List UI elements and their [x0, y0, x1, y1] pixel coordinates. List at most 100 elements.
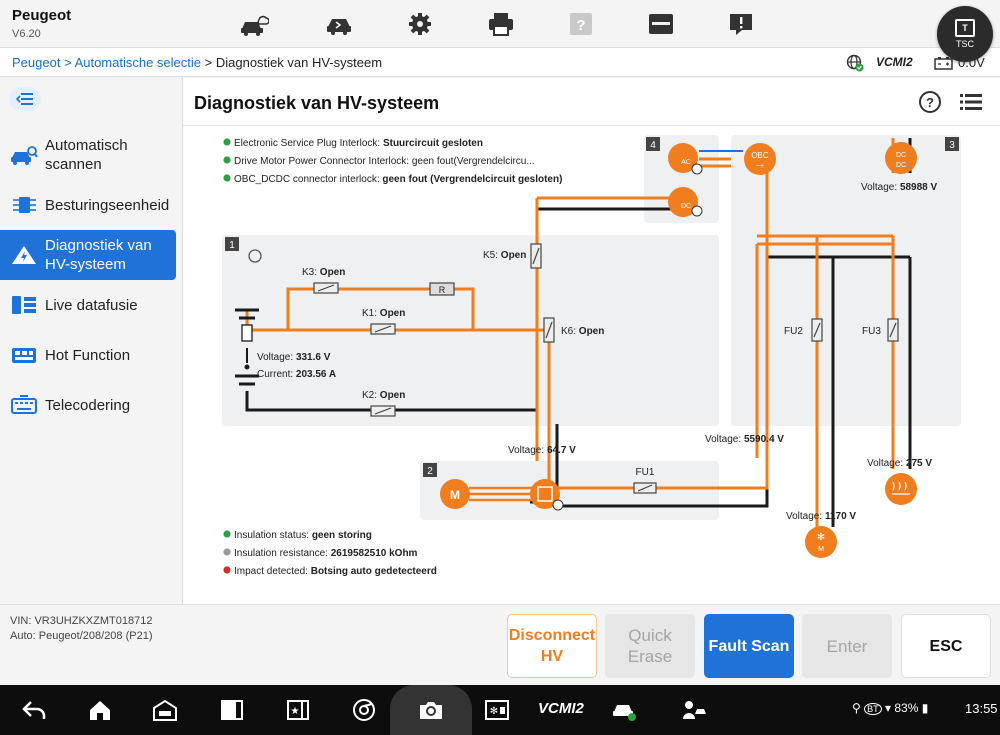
tap-icon[interactable] — [248, 249, 262, 263]
collapse-menu-icon — [16, 93, 33, 105]
fuse-fu1[interactable]: FU1 — [633, 467, 657, 494]
status-label: Drive Motor Power Connector Interlock: g… — [234, 156, 535, 167]
block-number-4: 4 — [650, 140, 656, 151]
hv-warning-icon — [12, 246, 36, 264]
ptc-heater[interactable] — [885, 473, 917, 505]
status-value: Stuurcircuit gesloten — [383, 138, 483, 149]
svg-text:Electronic Service Plug Interl: Electronic Service Plug Interlock: Stuur… — [234, 138, 483, 149]
svg-text:Voltage: 5590.4 V: Voltage: 5590.4 V — [705, 434, 784, 445]
sidebar-item-diagnostiek-hv[interactable]: Diagnostiek van HV-systeem — [0, 230, 176, 280]
esc-button[interactable]: ESC — [901, 614, 991, 678]
svg-text:Current: 203.56 A: Current: 203.56 A — [257, 369, 336, 380]
car-repair-icon[interactable] — [322, 9, 356, 39]
alert-icon[interactable] — [724, 9, 758, 39]
status-label: Electronic Service Plug Interlock: — [234, 138, 383, 149]
back-icon[interactable] — [20, 697, 48, 723]
favorites-icon[interactable]: ★ — [284, 697, 312, 723]
vci-shortcut[interactable]: VCMI2 — [538, 700, 584, 717]
battery-status-icon: ▮ — [921, 701, 929, 715]
enter-button[interactable]: Enter — [802, 614, 892, 678]
footer-bar: VIN: VR3UHZKXZMT018712 Auto: Peugeot/208… — [0, 604, 1000, 685]
printer-icon[interactable] — [484, 9, 518, 39]
relay-k1[interactable]: K1: Open — [362, 308, 406, 335]
obc-charger[interactable]: OBC ~+ — [744, 143, 776, 175]
button-label: Enter — [826, 636, 868, 656]
car-cloud-icon[interactable] — [237, 9, 271, 39]
voltage-label: Voltage: — [705, 434, 741, 445]
fuse-fu2[interactable]: FU2 — [784, 318, 823, 342]
inverter[interactable] — [530, 479, 560, 509]
sidebar-item-besturingseenheid[interactable]: Besturingseenheid — [0, 180, 176, 230]
battery-percent: 83% — [894, 701, 919, 715]
breadcrumb-item-current: Diagnostiek van HV-systeem — [215, 55, 383, 70]
status-label: OBC_DCDC connector interlock: — [234, 174, 382, 185]
relay-k6[interactable]: K6: Open — [543, 317, 604, 343]
fuse-fu3[interactable]: FU3 — [862, 318, 899, 342]
help-icon[interactable]: ? — [918, 90, 942, 114]
status-value: Botsing auto gedetecteerd — [311, 566, 437, 577]
resistor-label: R — [439, 285, 446, 295]
chrome-icon[interactable] — [350, 697, 378, 723]
tap-hand-icon[interactable] — [691, 163, 703, 175]
status-value: 2619582510 kOhm — [331, 548, 418, 559]
sidebar-item-label: Hot Function — [45, 346, 131, 364]
screenshot-button[interactable] — [390, 685, 472, 735]
garage-icon[interactable] — [151, 697, 179, 723]
breadcrumb-bar: Peugeot > Automatische selectie > Diagno… — [0, 48, 1000, 77]
app-version: V6.20 — [12, 28, 41, 40]
ac-compressor-module[interactable]: AC — [668, 143, 698, 173]
breadcrumb-item-make[interactable]: Peugeot — [12, 55, 61, 70]
tap-hand-icon[interactable] — [691, 205, 703, 217]
vehicle-text: Auto: Peugeot/208/208 (P21) — [10, 630, 153, 642]
list-menu-icon[interactable] — [960, 92, 982, 112]
battery-voltage-label: Voltage: — [257, 352, 293, 363]
screen-record-icon[interactable]: ✻ — [483, 697, 511, 723]
ac-compressor[interactable]: ✻ M — [805, 526, 837, 558]
sidebar-item-label: Live datafusie — [45, 296, 138, 314]
relay-state: Open — [380, 308, 406, 319]
relay-k2[interactable]: K2: Open — [362, 390, 406, 417]
help-disabled-icon: ? — [564, 9, 598, 39]
tsc-button[interactable]: T TSC — [937, 6, 993, 62]
relay-state: Open — [380, 390, 406, 401]
sidebar-item-label: Diagnostiek van HV-systeem — [45, 237, 152, 273]
tap-hand-icon[interactable] — [552, 499, 564, 511]
gear-icon[interactable] — [403, 9, 437, 39]
dcdc-converter[interactable]: DC DC — [885, 142, 917, 174]
relay-name: K3 — [302, 267, 315, 278]
traction-motor[interactable]: M — [440, 479, 470, 509]
dcdc-aux-module[interactable]: DC — [668, 187, 698, 217]
car-connected-icon[interactable] — [610, 697, 638, 723]
breadcrumb-separator: > — [64, 55, 72, 70]
breadcrumb-item-selection[interactable]: Automatische selectie — [74, 55, 202, 70]
sidebar-item-telecodering[interactable]: Telecodering — [0, 380, 176, 430]
sidebar-item-hot-function[interactable]: Hot Function — [0, 330, 176, 380]
button-label-line1: Disconnect — [508, 627, 596, 644]
archive-icon[interactable] — [644, 9, 678, 39]
relay-k3[interactable]: K3: Open — [302, 267, 345, 294]
button-label-line2: Erase — [627, 647, 673, 666]
svg-text:OBC_DCDC connector interlock:: OBC_DCDC connector interlock: geen fout … — [234, 174, 562, 185]
main-panel: Diagnostiek van HV-systeem ? 1 2 3 4 Ele… — [183, 78, 1000, 604]
fault-scan-button[interactable]: Fault Scan — [704, 614, 794, 678]
tsc-label: TSC — [956, 39, 974, 49]
relay-state: Open — [501, 250, 527, 261]
voltage-obc-bus: 5590.4 V — [744, 434, 784, 445]
recent-apps-icon[interactable] — [218, 697, 246, 723]
clock: 13:55 — [965, 701, 998, 716]
title-divider — [183, 125, 1000, 126]
sidebar-item-automatisch-scannen[interactable]: Automatisch scannen — [0, 130, 176, 180]
sidebar-item-live-datafusie[interactable]: Live datafusie — [0, 280, 176, 330]
relay-k5[interactable]: K5: Open — [483, 243, 542, 269]
svg-text:?: ? — [926, 95, 934, 110]
block-number-1: 1 — [229, 240, 235, 251]
home-icon[interactable] — [86, 697, 114, 723]
top-toolbar: Peugeot V6.20 ? — [0, 0, 1000, 48]
svg-text:Insulation resistance: 2619582: Insulation resistance: 2619582510 kOhm — [234, 548, 418, 559]
ac-label: AC — [681, 159, 691, 166]
user-car-icon[interactable] — [680, 697, 708, 723]
voltage-label: Voltage: — [861, 182, 897, 193]
menu-toggle-button[interactable] — [9, 87, 41, 111]
